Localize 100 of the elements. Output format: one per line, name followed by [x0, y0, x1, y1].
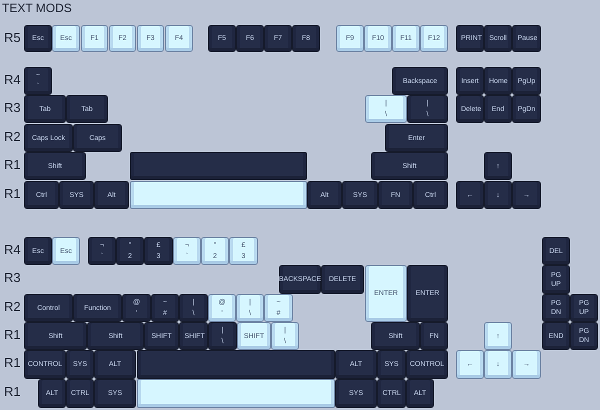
keycap: [52, 237, 80, 265]
keycap: [264, 294, 293, 322]
keycap: [229, 237, 258, 265]
keycap: [38, 379, 66, 408]
keycap: [407, 95, 448, 123]
keycap: [264, 25, 292, 52]
row-label: R4: [4, 72, 21, 87]
spacebar: [137, 350, 335, 379]
keycap: [116, 237, 144, 265]
keycap: [208, 25, 236, 52]
keycap: [66, 379, 94, 408]
keycap: [420, 25, 448, 52]
keycap: [321, 265, 364, 294]
keycap: [377, 350, 406, 379]
keycap: [512, 95, 541, 123]
keycap: [484, 25, 512, 52]
keycap: [179, 294, 208, 322]
keycap: [52, 25, 80, 52]
keycap: [73, 124, 122, 152]
keycap: [66, 95, 108, 123]
keycap: [484, 152, 512, 180]
keycap: [24, 152, 86, 180]
keycap: [137, 25, 164, 52]
keycap: [122, 294, 151, 322]
keycap: [335, 379, 377, 408]
row-label: R1: [4, 186, 21, 201]
row-label: R1: [4, 384, 21, 399]
keycap: [342, 181, 378, 209]
keycap: [406, 379, 434, 408]
keycap: [456, 181, 484, 209]
keycap: [570, 322, 598, 350]
keycap: [66, 350, 94, 379]
keycap: [307, 181, 342, 209]
keycap: [392, 25, 420, 52]
keycap: [542, 294, 570, 322]
keycap: [377, 379, 406, 408]
keycap: [237, 322, 271, 350]
keycap: [371, 322, 420, 350]
keycap: [364, 25, 392, 52]
keycap: [542, 237, 570, 265]
keycap: [151, 294, 179, 322]
row-label: R1: [4, 355, 21, 370]
keycap: [365, 95, 407, 123]
keycap: [24, 124, 73, 152]
keycap: [484, 67, 512, 95]
keycap: [456, 25, 484, 52]
row-label: R1: [4, 157, 21, 172]
keycap: [456, 67, 484, 95]
keycap: [484, 95, 512, 123]
keycap: [24, 294, 73, 322]
keycap: [208, 322, 237, 350]
keycap: [94, 379, 136, 408]
keycap: [201, 237, 229, 265]
keycap: [484, 181, 512, 209]
keycap: [292, 25, 320, 52]
keycap: [542, 265, 570, 294]
keycap: [24, 67, 52, 95]
keycap: [271, 322, 299, 350]
keycap: [406, 350, 448, 379]
keycap: [59, 181, 94, 209]
keycap: [484, 350, 512, 379]
keycap: [94, 350, 136, 379]
keycap: [24, 181, 59, 209]
keycap: [24, 350, 66, 379]
keycap: [542, 322, 570, 350]
keycap: [385, 124, 448, 152]
keycap: [88, 237, 116, 265]
row-label: R1: [4, 327, 21, 342]
row-label: R3: [4, 100, 21, 115]
keycap: [24, 322, 87, 350]
keycap: [378, 181, 413, 209]
keycap: [173, 237, 201, 265]
title: TEXT MODS: [2, 1, 72, 15]
keycap: [512, 350, 541, 379]
keycap: [512, 67, 541, 95]
keycap: [179, 322, 208, 350]
keycap: [336, 25, 364, 52]
keycap: [570, 294, 598, 322]
spacebar: [130, 181, 307, 209]
keycap: [24, 25, 52, 52]
keycap: [24, 237, 52, 265]
keycap: [456, 95, 484, 123]
keycap: [144, 322, 179, 350]
keycap: [73, 294, 122, 322]
row-label: R2: [4, 299, 21, 314]
row-label: R2: [4, 129, 21, 144]
keycap: [236, 25, 264, 52]
keycap: [144, 237, 173, 265]
keycap: [420, 322, 448, 350]
keycap: [407, 265, 448, 322]
keycap: [335, 350, 377, 379]
keycap: [279, 265, 321, 294]
keycap: [456, 350, 484, 379]
keycap: [24, 95, 66, 123]
keycap: [109, 25, 136, 52]
row-label: R5: [4, 30, 21, 45]
keycap: [512, 181, 541, 209]
keycap: [208, 294, 236, 322]
spacebar: [130, 152, 307, 180]
keycap: [413, 181, 448, 209]
